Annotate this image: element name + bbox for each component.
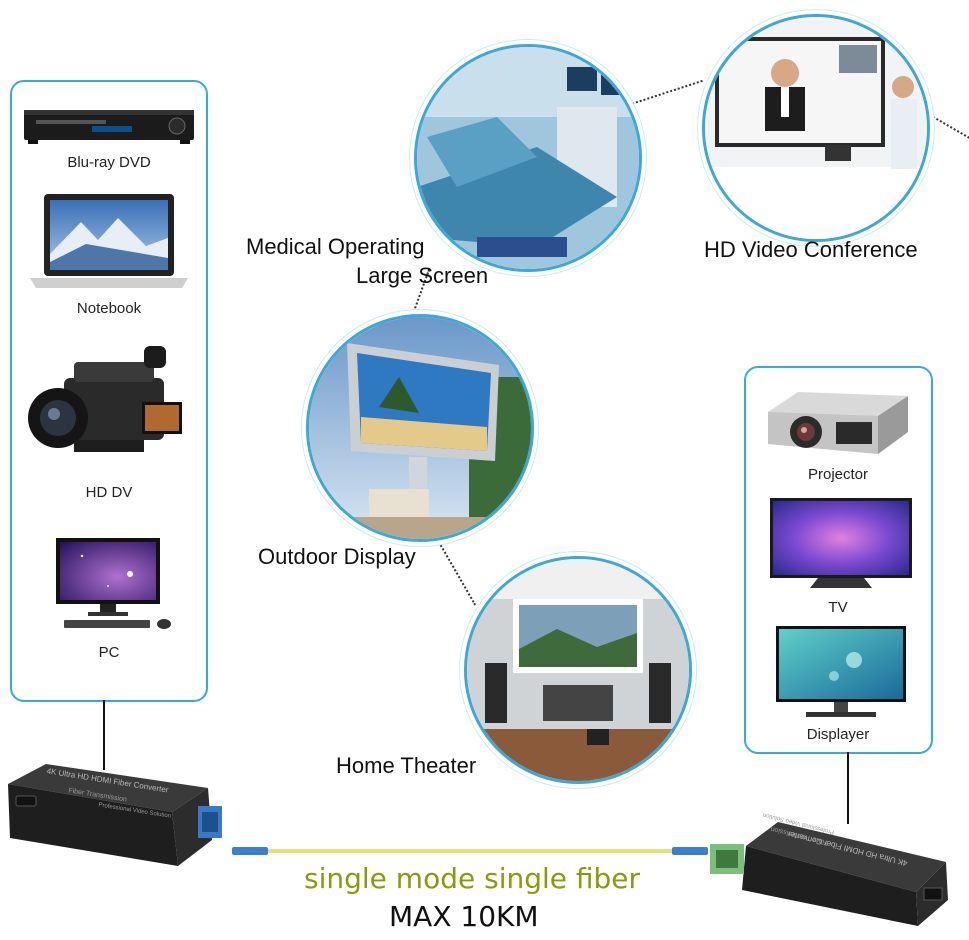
outdoor-display-scene [306, 314, 534, 542]
projector-icon [768, 392, 908, 454]
tv-icon [770, 498, 912, 588]
label-outdoor-display: Outdoor Display [258, 544, 416, 569]
display-label-displayer: Displayer [806, 726, 870, 743]
connector-outdoor-theater [438, 542, 476, 606]
monitor-icon [776, 626, 906, 717]
label-medical-line2: Large Screen [356, 263, 489, 288]
connector-conference-right [929, 114, 969, 139]
display-devices-panel: Projector TV Displayer [744, 366, 933, 754]
bluray-player-icon [24, 110, 194, 144]
label-medical-line1: Medical Operating [246, 234, 425, 259]
label-home-theater: Home Theater [336, 753, 477, 778]
fiber-distance: MAX 10KM [389, 900, 539, 933]
source-label-hddv: HD DV [85, 484, 133, 501]
source-lead-line [103, 700, 105, 770]
display-label-projector: Projector [807, 466, 869, 483]
laptop-icon [30, 194, 188, 288]
connector-medical-conference [628, 79, 703, 106]
video-conference-scene [702, 14, 930, 242]
label-video-conference: HD Video Conference [704, 237, 918, 262]
desktop-pc-icon [56, 538, 171, 629]
medical-operating-scene [414, 44, 642, 272]
fiber-caption: single mode single fiber [304, 862, 641, 895]
display-label-tv: TV [828, 599, 848, 616]
transmitter-converter: 4K Ultra HD HDMI Fiber Converter Fiber T… [2, 762, 228, 868]
source-devices-panel: Blu-ray DVD Notebook HD DV [10, 80, 208, 702]
camcorder-icon [28, 346, 182, 452]
source-label-bluray: Blu-ray DVD [67, 154, 151, 171]
home-theater-scene [464, 556, 692, 784]
source-label-pc: PC [98, 644, 120, 661]
display-lead-line [847, 752, 849, 824]
fiber-cable [232, 842, 708, 860]
source-label-notebook: Notebook [76, 300, 142, 317]
receiver-converter: 4K Ultra HD HDMI Fiber Converter Fiber T… [706, 811, 952, 928]
